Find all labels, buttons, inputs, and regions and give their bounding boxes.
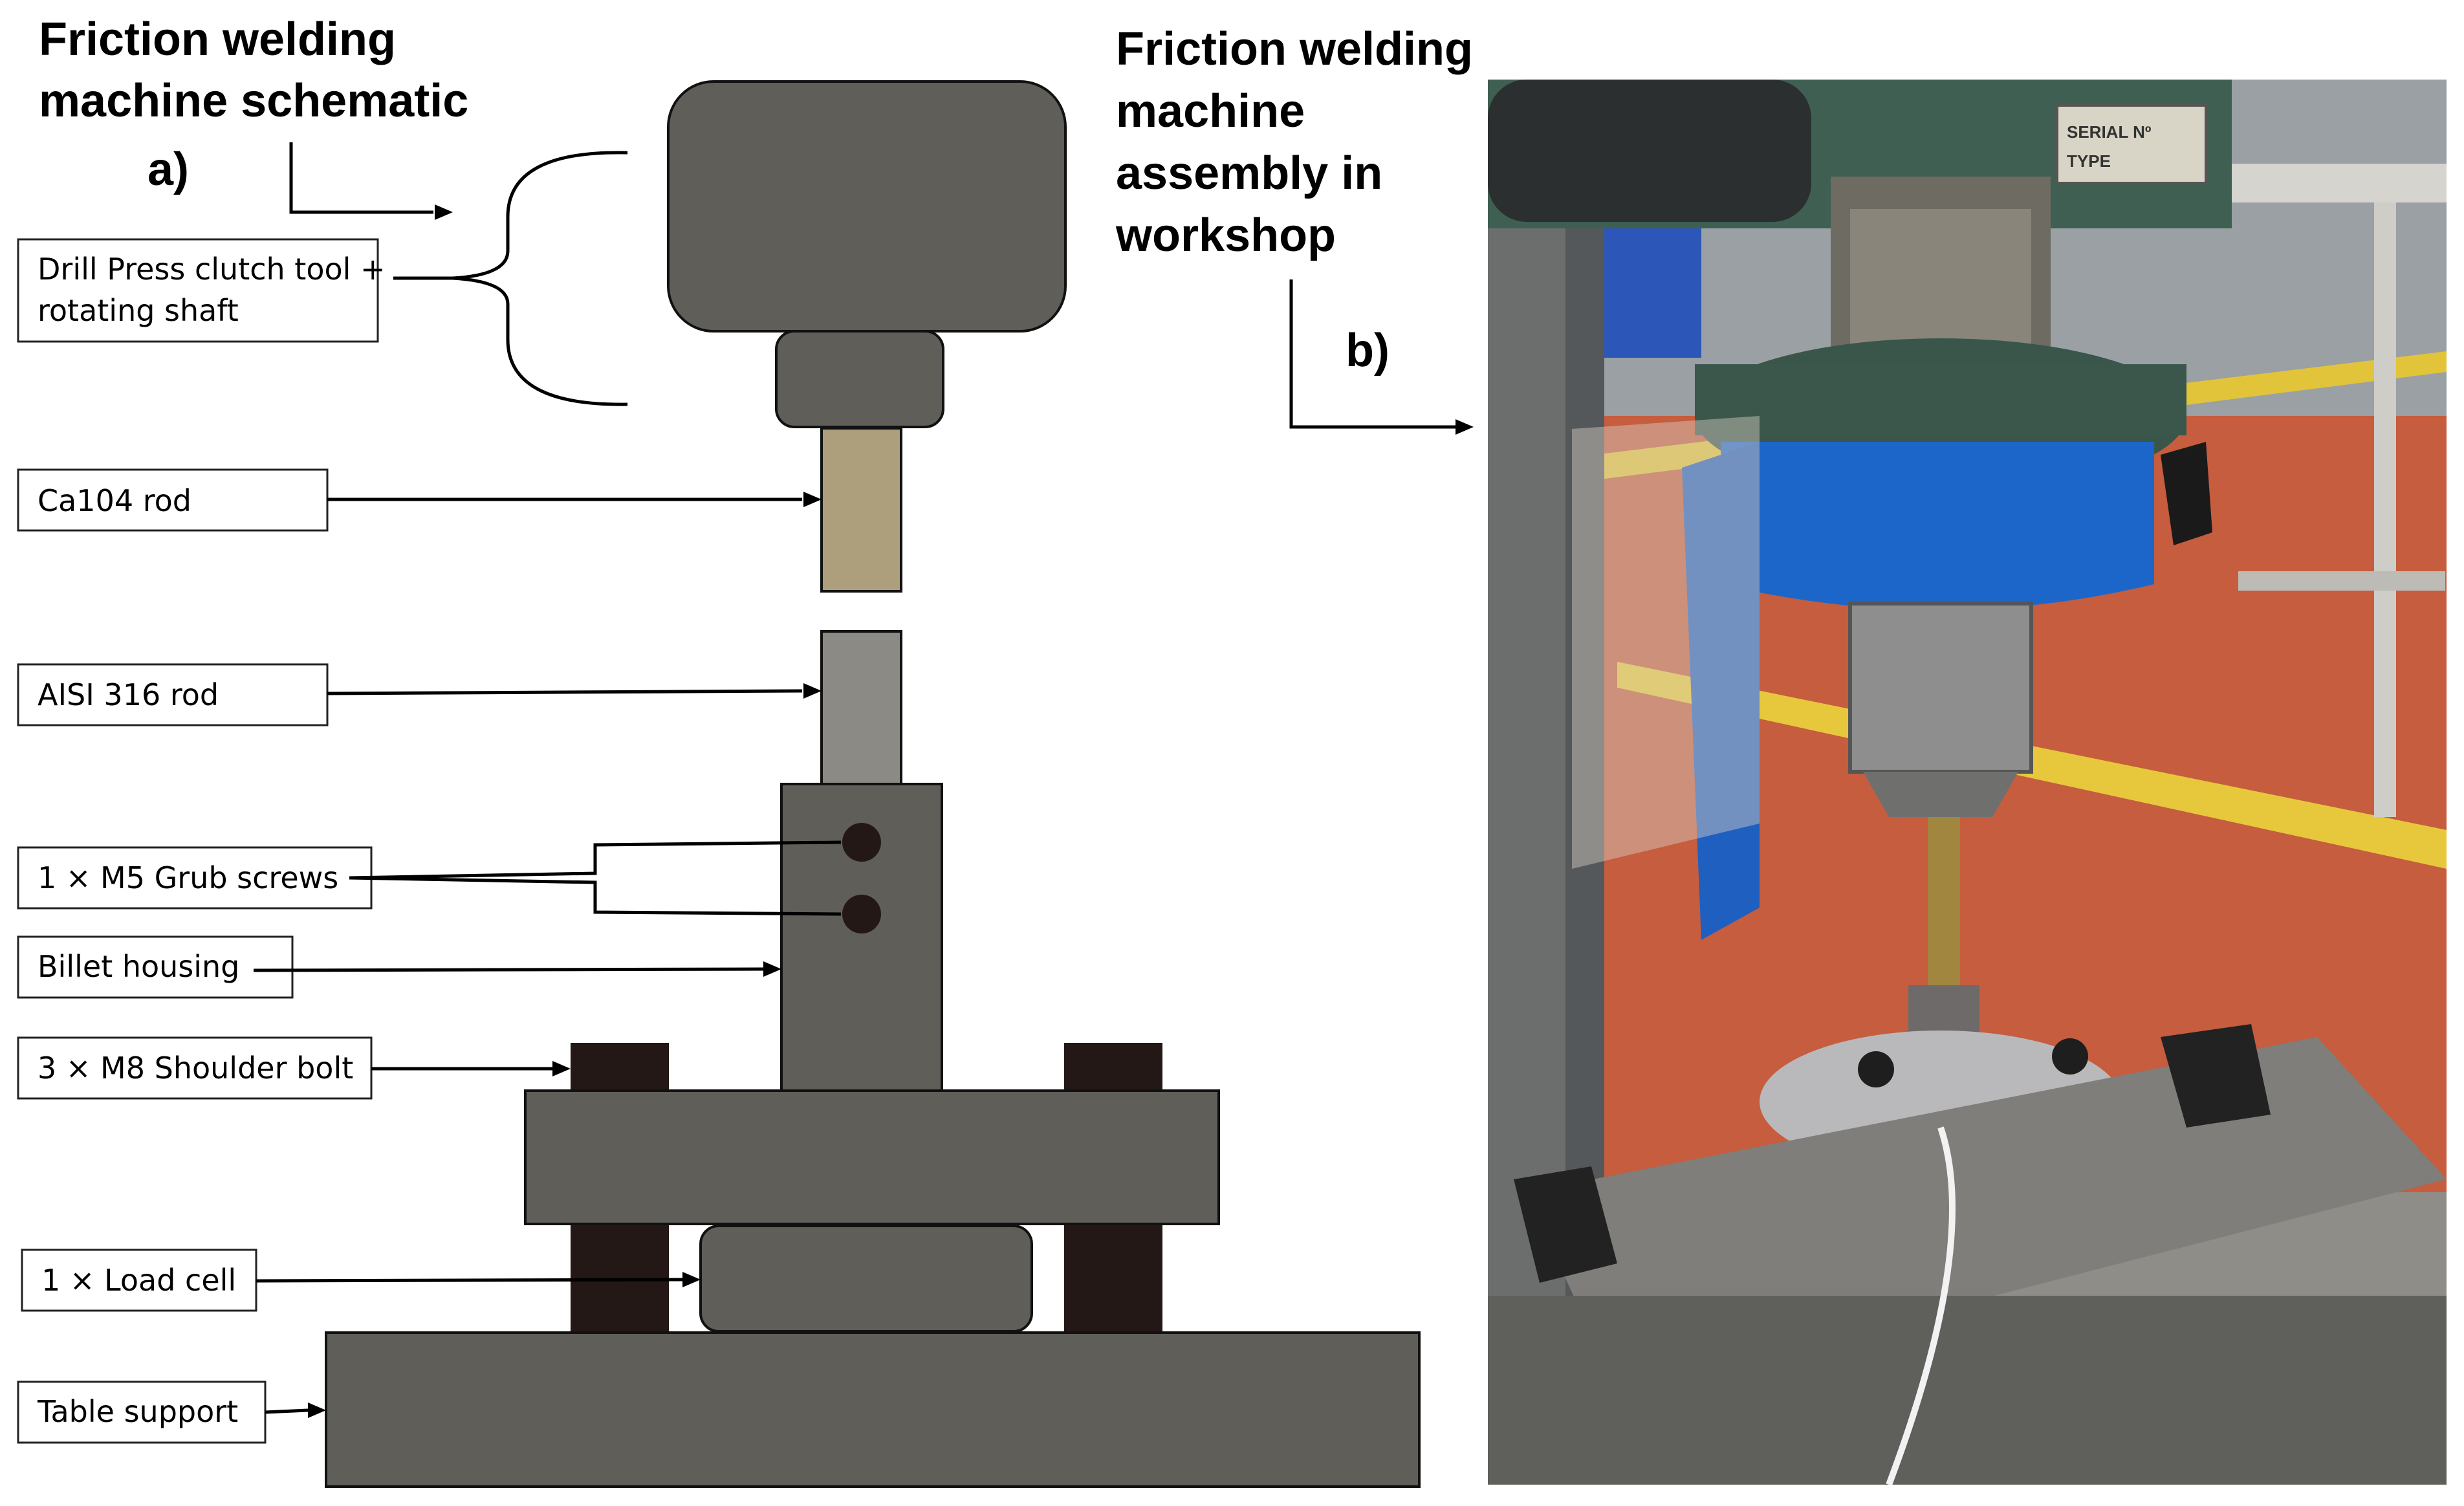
billet-label: Billet housing <box>38 949 239 984</box>
grub-screw-upper <box>842 823 881 862</box>
shoulder-label: 3 × M8 Shoulder bolt <box>38 1051 353 1086</box>
panel-b-title-arrow <box>1289 279 1474 435</box>
grub-screw-lower <box>842 895 881 933</box>
loadcell-label: 1 × Load cell <box>41 1263 236 1298</box>
clutch-label-line2: rotating shaft <box>38 293 239 328</box>
serial-text: SERIAL Nº <box>2067 122 2152 142</box>
callout-aisi-316: AISI 316 rod <box>17 663 822 726</box>
panel-a-title-line2: machine schematic <box>39 75 468 127</box>
upper-plate <box>524 1089 1220 1225</box>
table-support-shape <box>325 1331 1421 1488</box>
panel-b-photo-panel: Friction welding machine assembly in wor… <box>1115 23 2447 1485</box>
panel-b-title-line1: Friction welding <box>1116 23 1473 75</box>
ca104-label: Ca104 rod <box>38 483 191 518</box>
clutch-brace <box>393 151 628 406</box>
callout-grub-screws: 1 × M5 Grub screws <box>17 840 842 916</box>
callout-load-cell: 1 × Load cell <box>21 1249 701 1312</box>
callout-billet-housing: Billet housing <box>17 935 781 999</box>
load-cell-shape <box>699 1225 1033 1333</box>
panel-a-title-arrow <box>289 142 453 220</box>
callout-ca104: Ca104 rod <box>17 468 822 532</box>
panel-a-title-line1: Friction welding <box>39 14 396 65</box>
panel-b-title-line4: workshop <box>1115 210 1336 261</box>
clutch-label-line1: Drill Press clutch tool + <box>38 252 386 287</box>
panel-b-title-line3: assembly in <box>1116 147 1382 199</box>
callout-shoulder-bolt: 3 × M8 Shoulder bolt <box>17 1036 571 1100</box>
aisi-label: AISI 316 rod <box>38 677 219 712</box>
type-text: TYPE <box>2067 151 2111 171</box>
aisi-316-rod-shape <box>820 630 902 785</box>
panel-a-tag: a) <box>147 144 189 195</box>
callout-clutch: Drill Press clutch tool + rotating shaft <box>17 151 628 406</box>
table-label: Table support <box>37 1394 238 1429</box>
panel-a-schematic: Friction welding machine schematic a) <box>17 14 1421 1488</box>
workshop-photo: SERIAL Nº TYPE <box>1488 80 2447 1485</box>
serial-plate <box>2056 104 2207 184</box>
clutch-collar <box>775 330 944 428</box>
callout-table-support: Table support <box>17 1380 326 1444</box>
grub-label: 1 × M5 Grub screws <box>38 860 338 895</box>
clutch-head <box>667 80 1067 333</box>
panel-b-tag: b) <box>1346 325 1390 376</box>
panel-b-title-line2: machine <box>1116 85 1305 137</box>
ca104-rod-shape <box>820 427 902 593</box>
blue-clutch-housing <box>1721 442 2154 610</box>
